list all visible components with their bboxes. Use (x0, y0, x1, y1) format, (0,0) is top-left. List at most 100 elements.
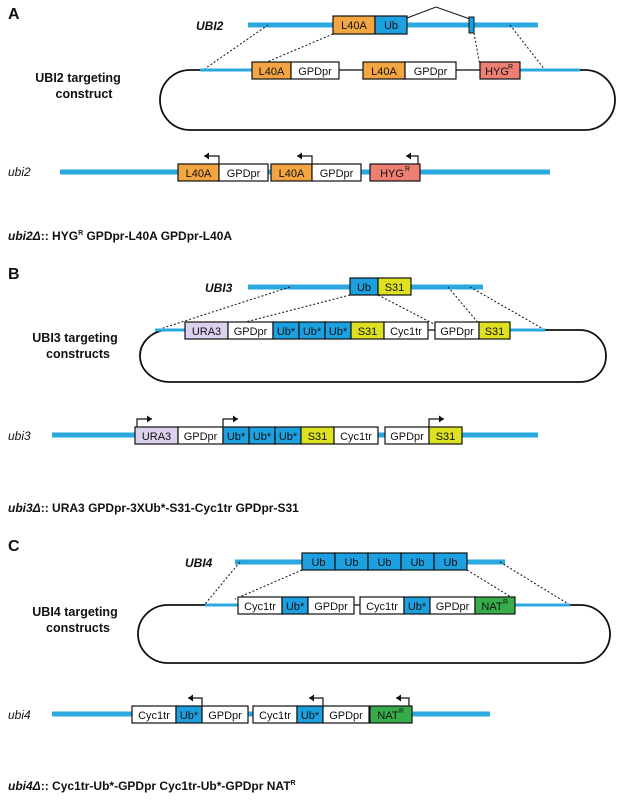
ubi2-mutant-gpdpr-text-1: GPDpr (227, 168, 261, 180)
ubi3-homology-line-1 (229, 294, 351, 327)
ubi2-mutant-hyg-text: HYG (380, 168, 404, 180)
ubi2-mutant-gpdpr-box-2 (311, 163, 362, 182)
ubi3-homology-line-3 (377, 294, 437, 326)
ubi4-mutant-nat-box (369, 705, 413, 724)
ubi2-homology-line-2 (202, 24, 269, 71)
ubi3-mutant-cyc1tr-text: Cyc1tr (340, 431, 372, 443)
ubi4-homology-line-3 (466, 569, 512, 598)
panel-b: B UBI3 Ub S31 UBI3 targeting constructs … (8, 266, 607, 515)
ubi3-mutant-promoter-arrowhead-1 (147, 415, 152, 423)
ubi4-mutant-ubstar-text-2: Ub* (301, 710, 320, 722)
ubi2-ub-text: Ub (384, 20, 398, 32)
ubi4-homology-line-1 (234, 569, 303, 600)
ubi4-mutant-nat-text: NAT (377, 710, 398, 722)
ubi4-caption-mutant: ubi4Δ (8, 779, 41, 793)
ubi2-ub-box (374, 15, 408, 35)
ubi2-caption-mutant: ubi2Δ (8, 229, 41, 243)
ubi4-mutant-promoter-arrowhead-1 (188, 694, 193, 702)
ubi3-construct-gpdpr-text-2: GPDpr (440, 326, 474, 338)
ubi4-construct-nat-sup: R (503, 599, 508, 606)
ubi4-construct-gpdpr-text-1: GPDpr (314, 601, 348, 613)
ubi3-caption: ubi3Δ:: URA3 GPDpr-3XUb*-S31-Cyc1tr GPDp… (8, 501, 299, 515)
ubi2-construct-l40a-text-2: L40A (371, 66, 397, 78)
panel-b-label: B (8, 266, 20, 283)
ubi3-construct-ura3-text: URA3 (192, 326, 221, 338)
ubi4-ub-text-4: Ub (410, 557, 424, 569)
ubi3-construct-s31-text-1: S31 (358, 326, 378, 338)
ubi4-ub-text-3: Ub (377, 557, 391, 569)
ubi2-construct-hyg-sup: R (508, 64, 513, 71)
ubi4-construct-nat-box (474, 596, 516, 615)
ubi2-construct-title-2: construct (56, 87, 114, 101)
ubi2-exon2-box (468, 16, 475, 34)
ubi3-mutant-s31-text-1: S31 (308, 431, 328, 443)
ubi2-mutant-promoter-arrowhead-1 (204, 152, 209, 160)
panel-a-label: A (8, 6, 20, 23)
ubi4-plasmid-backbone (137, 604, 611, 664)
ubi4-construct-cyc1tr-text-2: Cyc1tr (366, 601, 398, 613)
ubi4-construct-title-2: constructs (46, 621, 110, 635)
ubi4-caption: ubi4Δ:: Cyc1tr-Ub*-GPDpr Cyc1tr-Ub*-GPDp… (8, 779, 296, 793)
ubi2-mutant-promoter-arrowhead-2 (297, 152, 302, 160)
ubi3-mutant-promoter-arrowhead-3 (439, 415, 444, 423)
ubi4-construct-ubstar-text-1: Ub* (286, 601, 305, 613)
ubi4-ub-text-5: Ub (443, 557, 457, 569)
ubi3-construct-ubstar-text-3: Ub* (329, 326, 348, 338)
ubi2-construct-hyg-box (479, 61, 521, 80)
ubi4-construct-ubstar-text-2: Ub* (408, 601, 427, 613)
ubi4-construct-title-1: UBI4 targeting (32, 605, 117, 619)
ubi3-mutant-ubstar-text-2: Ub* (253, 431, 272, 443)
ubi3-construct-cyc1tr-box (383, 321, 429, 340)
ubi4-mutant-gpdpr-box-1 (201, 705, 249, 724)
ubi2-construct-gpdpr-box-2 (404, 61, 457, 80)
ubi3-construct-cyc1tr-text: Cyc1tr (390, 326, 422, 338)
ubi2-mutant-label: ubi2 (8, 165, 31, 179)
ubi4-ub-text-1: Ub (311, 557, 325, 569)
ubi4-mutant-label: ubi4 (8, 708, 31, 722)
ubi3-mutant-gpdpr-text-1: GPDpr (184, 431, 218, 443)
ubi4-mutant-gpdpr-box-2 (322, 705, 370, 724)
ubi3-mutant-s31-text-2: S31 (436, 431, 456, 443)
ubi3-construct-s31-text-2: S31 (485, 326, 505, 338)
ubi3-construct-ubstar-text-1: Ub* (277, 326, 296, 338)
ubi2-caption-sup: R (78, 230, 83, 237)
ubi2-construct-gpdpr-text-2: GPDpr (414, 66, 448, 78)
ubi4-mutant-promoter-arrowhead-3 (396, 694, 401, 702)
ubi2-mutant-gpdpr-box-1 (218, 163, 269, 182)
ubi3-construct-title-2: constructs (46, 347, 110, 361)
ubi2-plasmid-backbone (159, 69, 616, 131)
ubi2-mutant-l40a-text-1: L40A (186, 168, 212, 180)
ubi3-homology-line-4 (447, 286, 481, 326)
panel-a: A UBI2 L40A Ub UBI2 targeting construct … (8, 6, 616, 243)
ubi2-mutant-gpdpr-text-2: GPDpr (320, 168, 354, 180)
ubi3-s31-box (377, 277, 412, 296)
ubi2-construct-title-1: UBI2 targeting (35, 71, 120, 85)
ubi4-construct-nat-text: NAT (481, 601, 502, 613)
panel-c-label: C (8, 538, 20, 555)
ubi3-mutant-gpdpr-text-2: GPDpr (390, 431, 424, 443)
ubi2-construct-l40a-text-1: L40A (259, 66, 285, 78)
ubi4-mutant-cyc1tr-text-2: Cyc1tr (259, 710, 291, 722)
ubi4-mutant-promoter-arrowhead-2 (309, 694, 314, 702)
ubi3-ub-text: Ub (357, 282, 371, 294)
ubi2-mutant-promoter-arrowhead-3 (406, 152, 411, 160)
ubi4-gene-repeats: Ub Ub Ub Ub Ub (301, 552, 468, 571)
ubi2-construct-gpdpr-box-1 (290, 61, 340, 80)
ubi2-construct-gpdpr-text-1: GPDpr (298, 66, 332, 78)
ubi3-mutant-ubstar-text-1: Ub* (227, 431, 246, 443)
ubi3-mutant-ura3-text: URA3 (142, 431, 171, 443)
ubi3-construct-ubstar-text-2: Ub* (303, 326, 322, 338)
ubi4-construct-gpdpr-box-1 (307, 596, 355, 615)
ubi3-mutant-cyc1tr-box (333, 426, 379, 445)
ubi3-caption-rest: :: URA3 GPDpr-3XUb*-S31-Cyc1tr GPDpr-S31 (41, 501, 299, 515)
ubi3-s31-text: S31 (385, 282, 405, 294)
ubi3-plasmid-backbone (139, 329, 607, 383)
ubi4-ub-text-2: Ub (344, 557, 358, 569)
ubi4-homology-line-4 (499, 561, 571, 606)
panel-c: C UBI4 Ub Ub Ub Ub Ub UBI4 targeting con… (8, 538, 611, 793)
ubi2-homology-line-3 (473, 32, 481, 67)
ubi2-caption-tail: GPDpr-L40A GPDpr-L40A (83, 229, 232, 243)
ubi2-intron (406, 6, 471, 20)
ubi3-mutant-ubstar-text-3: Ub* (279, 431, 298, 443)
ubi2-mutant-l40a-text-2: L40A (279, 168, 305, 180)
